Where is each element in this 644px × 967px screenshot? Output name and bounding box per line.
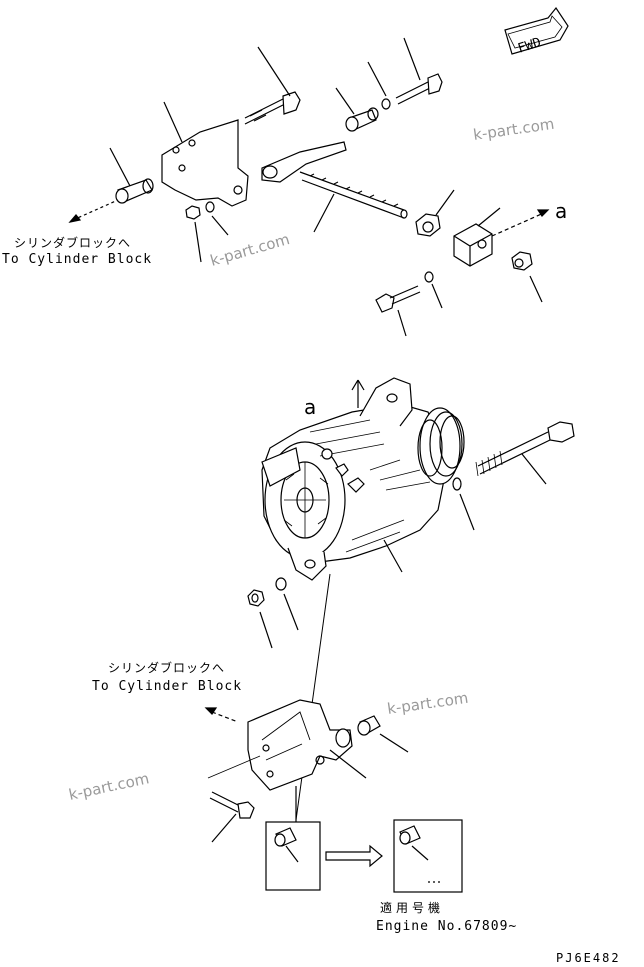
adjusting-rod	[261, 141, 408, 233]
spacer-lower	[357, 715, 409, 753]
detail-box-right	[393, 819, 463, 893]
cylinder-block-en-top: To Cylinder Block	[2, 252, 152, 267]
engine-number: Engine No.67809~	[376, 919, 517, 934]
bracket-bolt	[244, 46, 301, 125]
watermark: k-part.com	[472, 115, 555, 144]
fwd-arrow	[504, 6, 569, 55]
bracket-bolt-lower	[209, 791, 255, 843]
lower-adjust-bolt	[375, 271, 443, 337]
cylinder-block-jp-lower: シリンダブロックへ	[108, 660, 225, 675]
arrow-to-cylinder-top	[68, 199, 119, 223]
cylinder-block-en-lower: To Cylinder Block	[92, 679, 242, 694]
watermark: k-part.com	[208, 230, 291, 270]
adjust-block	[453, 207, 550, 267]
alternator-long-bolt	[475, 421, 575, 485]
nut-right	[415, 189, 455, 237]
detail-box-left	[265, 786, 321, 891]
mounting-bracket-lower	[204, 699, 367, 791]
transition-arrow	[325, 844, 383, 868]
cylinder-block-jp-top: シリンダブロックへ	[14, 235, 131, 250]
nut-top	[185, 201, 229, 263]
alternator	[261, 377, 465, 821]
nut-far-right	[511, 251, 543, 303]
watermark: k-part.com	[67, 769, 151, 804]
ref-a-top: a	[555, 199, 567, 223]
applicable-label: 適用号機	[380, 900, 444, 915]
watermark: k-part.com	[386, 689, 469, 718]
nut-alternator	[247, 577, 299, 649]
fwd-label: FWD	[516, 35, 543, 57]
adjust-bolt	[367, 37, 443, 110]
spacer-center	[335, 87, 379, 132]
mounting-bracket-top	[161, 101, 249, 207]
drawing-code: PJ6E482	[556, 951, 621, 965]
washer-alternator	[452, 477, 475, 531]
spacer-left	[109, 147, 154, 204]
ref-a-mid: a	[304, 395, 316, 419]
